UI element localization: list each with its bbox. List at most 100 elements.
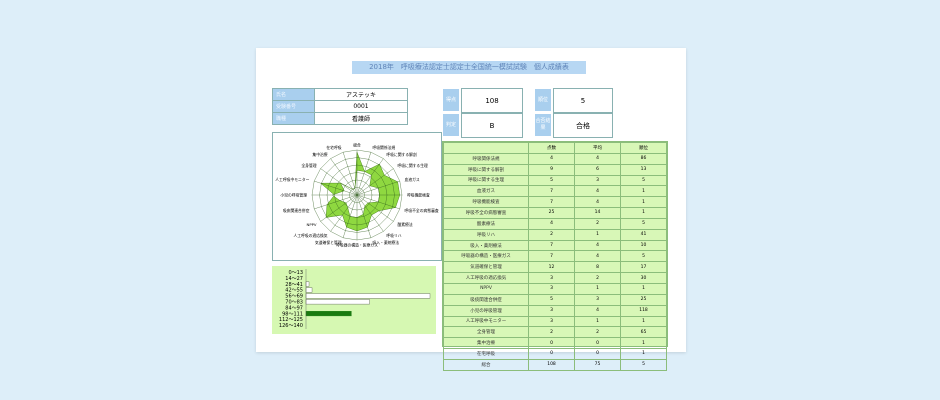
row-label: 呼吸器の構造・医療ガス bbox=[443, 250, 529, 263]
radar-axis-label: 呼吸に関する生理 bbox=[397, 163, 428, 168]
histogram-category-label: 84～97 bbox=[285, 305, 303, 311]
row-label: 吸痰関連合併症 bbox=[443, 293, 529, 306]
row-label: 人工呼吸中モニター bbox=[443, 315, 529, 328]
table-cell: 3 bbox=[574, 293, 621, 306]
table-cell: 12 bbox=[528, 261, 575, 274]
radar-axis-label: NPPV bbox=[307, 222, 317, 227]
table-cell: 4 bbox=[574, 304, 621, 317]
radar-axis-label: 在宅呼吸 bbox=[326, 145, 341, 150]
info-label: 受験番号 bbox=[272, 100, 315, 113]
histogram-bar bbox=[305, 311, 352, 317]
radar-spoke bbox=[356, 194, 384, 232]
radar-axis-label: 気道確保と管理 bbox=[315, 240, 342, 245]
grade-value: B bbox=[461, 113, 523, 138]
table-cell: 5 bbox=[620, 174, 667, 187]
result-value: 合格 bbox=[553, 113, 613, 138]
histogram-category-label: 14～27 bbox=[285, 276, 303, 282]
table-cell: 8 bbox=[574, 261, 621, 274]
rank-value: 5 bbox=[553, 88, 613, 113]
table-cell: 30 bbox=[620, 272, 667, 284]
scores-header-cell: 順位 bbox=[620, 142, 667, 154]
score-distribution-svg: 0～1314～2728～4142～5556～6970～8384～9798～111… bbox=[279, 269, 431, 329]
row-label: 全身管理 bbox=[443, 326, 529, 339]
table-cell: 5 bbox=[620, 217, 667, 230]
row-label: 呼吸関係法規 bbox=[443, 152, 529, 165]
table-cell: 5 bbox=[620, 358, 667, 371]
histogram-category-label: 42～55 bbox=[285, 288, 303, 294]
radar-axis-label: 血液ガス bbox=[405, 177, 420, 182]
table-cell: 7 bbox=[528, 250, 575, 263]
row-label: 呼吸不全の病態審査 bbox=[443, 207, 529, 219]
grade-label: 判定 bbox=[443, 114, 459, 136]
info-row-exam-number: 受験番号 0001 bbox=[272, 100, 408, 113]
info-value: 看護師 bbox=[314, 112, 408, 125]
scores-header-cell: 平均 bbox=[574, 142, 621, 154]
radar-axis-label: 人工呼吸中モニター bbox=[275, 177, 309, 182]
scores-header-row: 点数平均順位 bbox=[443, 142, 667, 154]
table-cell: 2 bbox=[574, 272, 621, 284]
radar-chart: 総合呼吸関係法規呼吸に関する解剖呼吸に関する生理血液ガス呼吸機能検査呼吸不全の病… bbox=[272, 132, 442, 261]
table-cell: 5 bbox=[528, 174, 575, 187]
radar-axis-label: 集中治療 bbox=[312, 152, 327, 157]
table-cell: 2 bbox=[574, 326, 621, 339]
table-cell: 3 bbox=[528, 304, 575, 317]
info-label: 職種 bbox=[272, 112, 315, 125]
histogram-category-label: 56～69 bbox=[285, 294, 303, 300]
table-cell: 108 bbox=[528, 358, 575, 371]
table-cell: 4 bbox=[528, 152, 575, 165]
table-cell: 1 bbox=[620, 185, 667, 198]
info-value: 0001 bbox=[314, 100, 408, 113]
table-cell: 1 bbox=[620, 207, 667, 219]
radar-spoke bbox=[314, 194, 358, 210]
score-label: 得点 bbox=[443, 89, 459, 111]
row-label: 人工呼吸の適応換気 bbox=[443, 272, 529, 284]
radar-axis-label: 呼吸に関する解剖 bbox=[386, 152, 417, 157]
table-cell: 13 bbox=[620, 163, 667, 176]
table-cell: 2 bbox=[528, 228, 575, 241]
radar-axis-label: 吸入・薬剤療法 bbox=[372, 240, 399, 245]
table-cell: 3 bbox=[574, 174, 621, 187]
table-cell: 2 bbox=[574, 217, 621, 230]
radar-spoke bbox=[320, 168, 358, 196]
table-cell: 7 bbox=[528, 239, 575, 252]
table-cell: 10 bbox=[620, 239, 667, 252]
radar-axis-label: 呼吸関係法規 bbox=[372, 145, 395, 150]
info-value: アステッキ bbox=[314, 88, 408, 101]
row-label: 呼吸に関する解剖 bbox=[443, 163, 529, 176]
table-cell: 17 bbox=[620, 261, 667, 274]
table-cell: 86 bbox=[620, 152, 667, 165]
histogram-bar bbox=[305, 293, 431, 299]
table-cell: 118 bbox=[620, 304, 667, 317]
table-cell: 0 bbox=[528, 348, 575, 360]
radar-axis-label: 呼吸器の構造・医療ガス bbox=[336, 243, 378, 248]
radar-spoke bbox=[356, 194, 400, 210]
histogram-category-label: 112～125 bbox=[279, 317, 303, 323]
table-cell: 4 bbox=[574, 152, 621, 165]
scores-header-cell bbox=[443, 142, 529, 154]
radar-spoke bbox=[314, 180, 358, 196]
histogram-bar bbox=[305, 281, 310, 287]
radar-spoke bbox=[356, 194, 372, 238]
row-label: 総合 bbox=[443, 358, 529, 371]
table-cell: 14 bbox=[574, 207, 621, 219]
radar-spoke bbox=[330, 158, 358, 196]
score-value: 108 bbox=[461, 88, 523, 113]
table-cell: 4 bbox=[574, 185, 621, 198]
table-cell: 0 bbox=[528, 337, 575, 350]
table-cell: 1 bbox=[620, 196, 667, 209]
table-cell: 25 bbox=[620, 293, 667, 306]
radar-axis-label: 酸素療法 bbox=[397, 222, 412, 227]
histogram-category-label: 28～41 bbox=[285, 282, 303, 288]
radar-axis-label: 呼吸不全の病態審査 bbox=[405, 208, 439, 213]
row-label: 呼吸に関する生理 bbox=[443, 174, 529, 187]
table-cell: 1 bbox=[620, 315, 667, 328]
